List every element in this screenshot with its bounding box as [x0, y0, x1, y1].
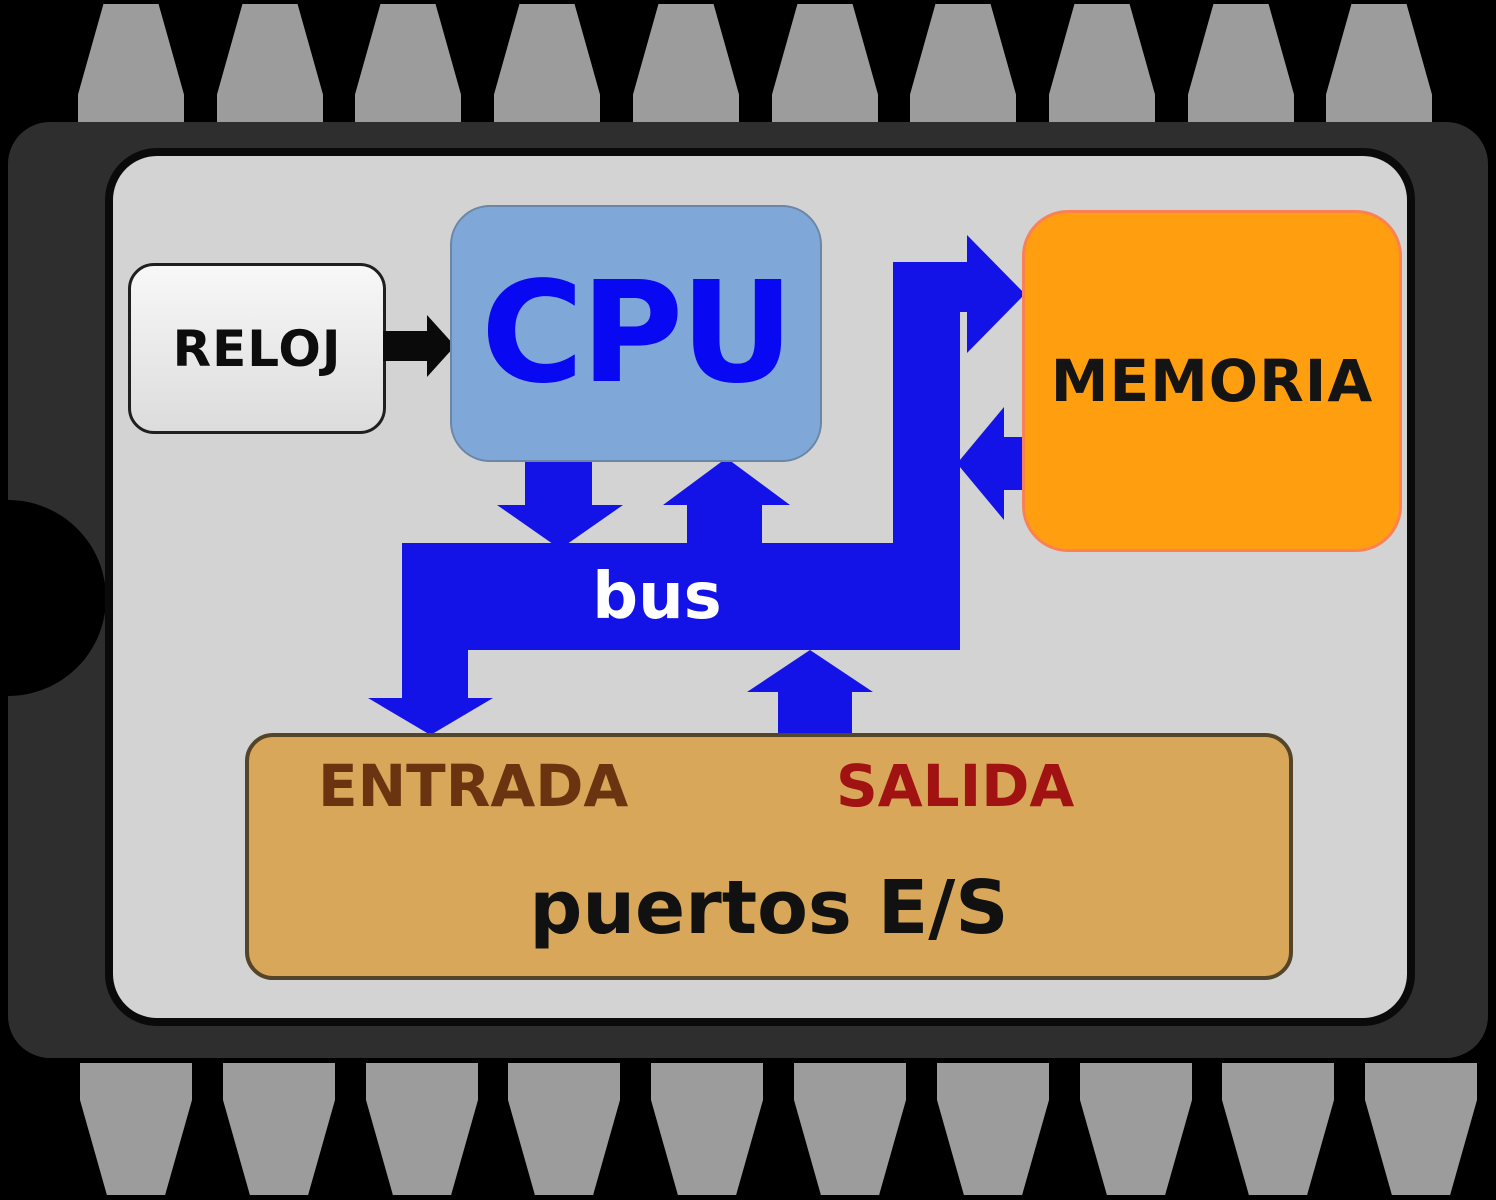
pin	[772, 4, 878, 137]
pin	[1365, 1063, 1477, 1195]
bus-to-input-arrow	[402, 648, 468, 700]
output-label: SALIDA	[836, 752, 1075, 820]
pin	[355, 4, 461, 137]
arrow-shaft	[383, 331, 429, 361]
clock-label: RELOJ	[172, 319, 342, 378]
bus-to-cpu-arrow	[687, 503, 762, 545]
pin	[794, 1063, 906, 1195]
pin	[910, 4, 1016, 137]
pin	[1222, 1063, 1334, 1195]
pin	[1080, 1063, 1192, 1195]
pin	[223, 1063, 335, 1195]
pin	[937, 1063, 1049, 1195]
io-ports-label: puertos E/S	[529, 865, 1009, 951]
pin	[78, 4, 184, 137]
io-ports-box: ENTRADA SALIDA puertos E/S	[245, 733, 1293, 980]
output-to-bus-arrow	[778, 690, 852, 733]
pin	[651, 1063, 763, 1195]
input-label: ENTRADA	[318, 752, 629, 820]
pin	[508, 1063, 620, 1195]
pin	[366, 1063, 478, 1195]
pin	[1326, 4, 1432, 137]
cpu-to-bus-arrow	[525, 460, 592, 507]
pin	[217, 4, 323, 137]
cpu-label: CPU	[480, 252, 794, 415]
bus-bar: bus	[402, 543, 958, 650]
cpu-box: CPU	[450, 205, 822, 462]
memory-label: MEMORIA	[1050, 347, 1374, 415]
pin	[80, 1063, 192, 1195]
pin	[633, 4, 739, 137]
bus-label: bus	[592, 559, 722, 634]
memory-box: MEMORIA	[1022, 210, 1402, 552]
pin	[494, 4, 600, 137]
clock-box: RELOJ	[128, 263, 386, 434]
pin	[1188, 4, 1294, 137]
bus-to-memory-arrow	[893, 262, 969, 312]
clock-to-cpu-arrow	[383, 315, 455, 377]
pin	[1049, 4, 1155, 137]
